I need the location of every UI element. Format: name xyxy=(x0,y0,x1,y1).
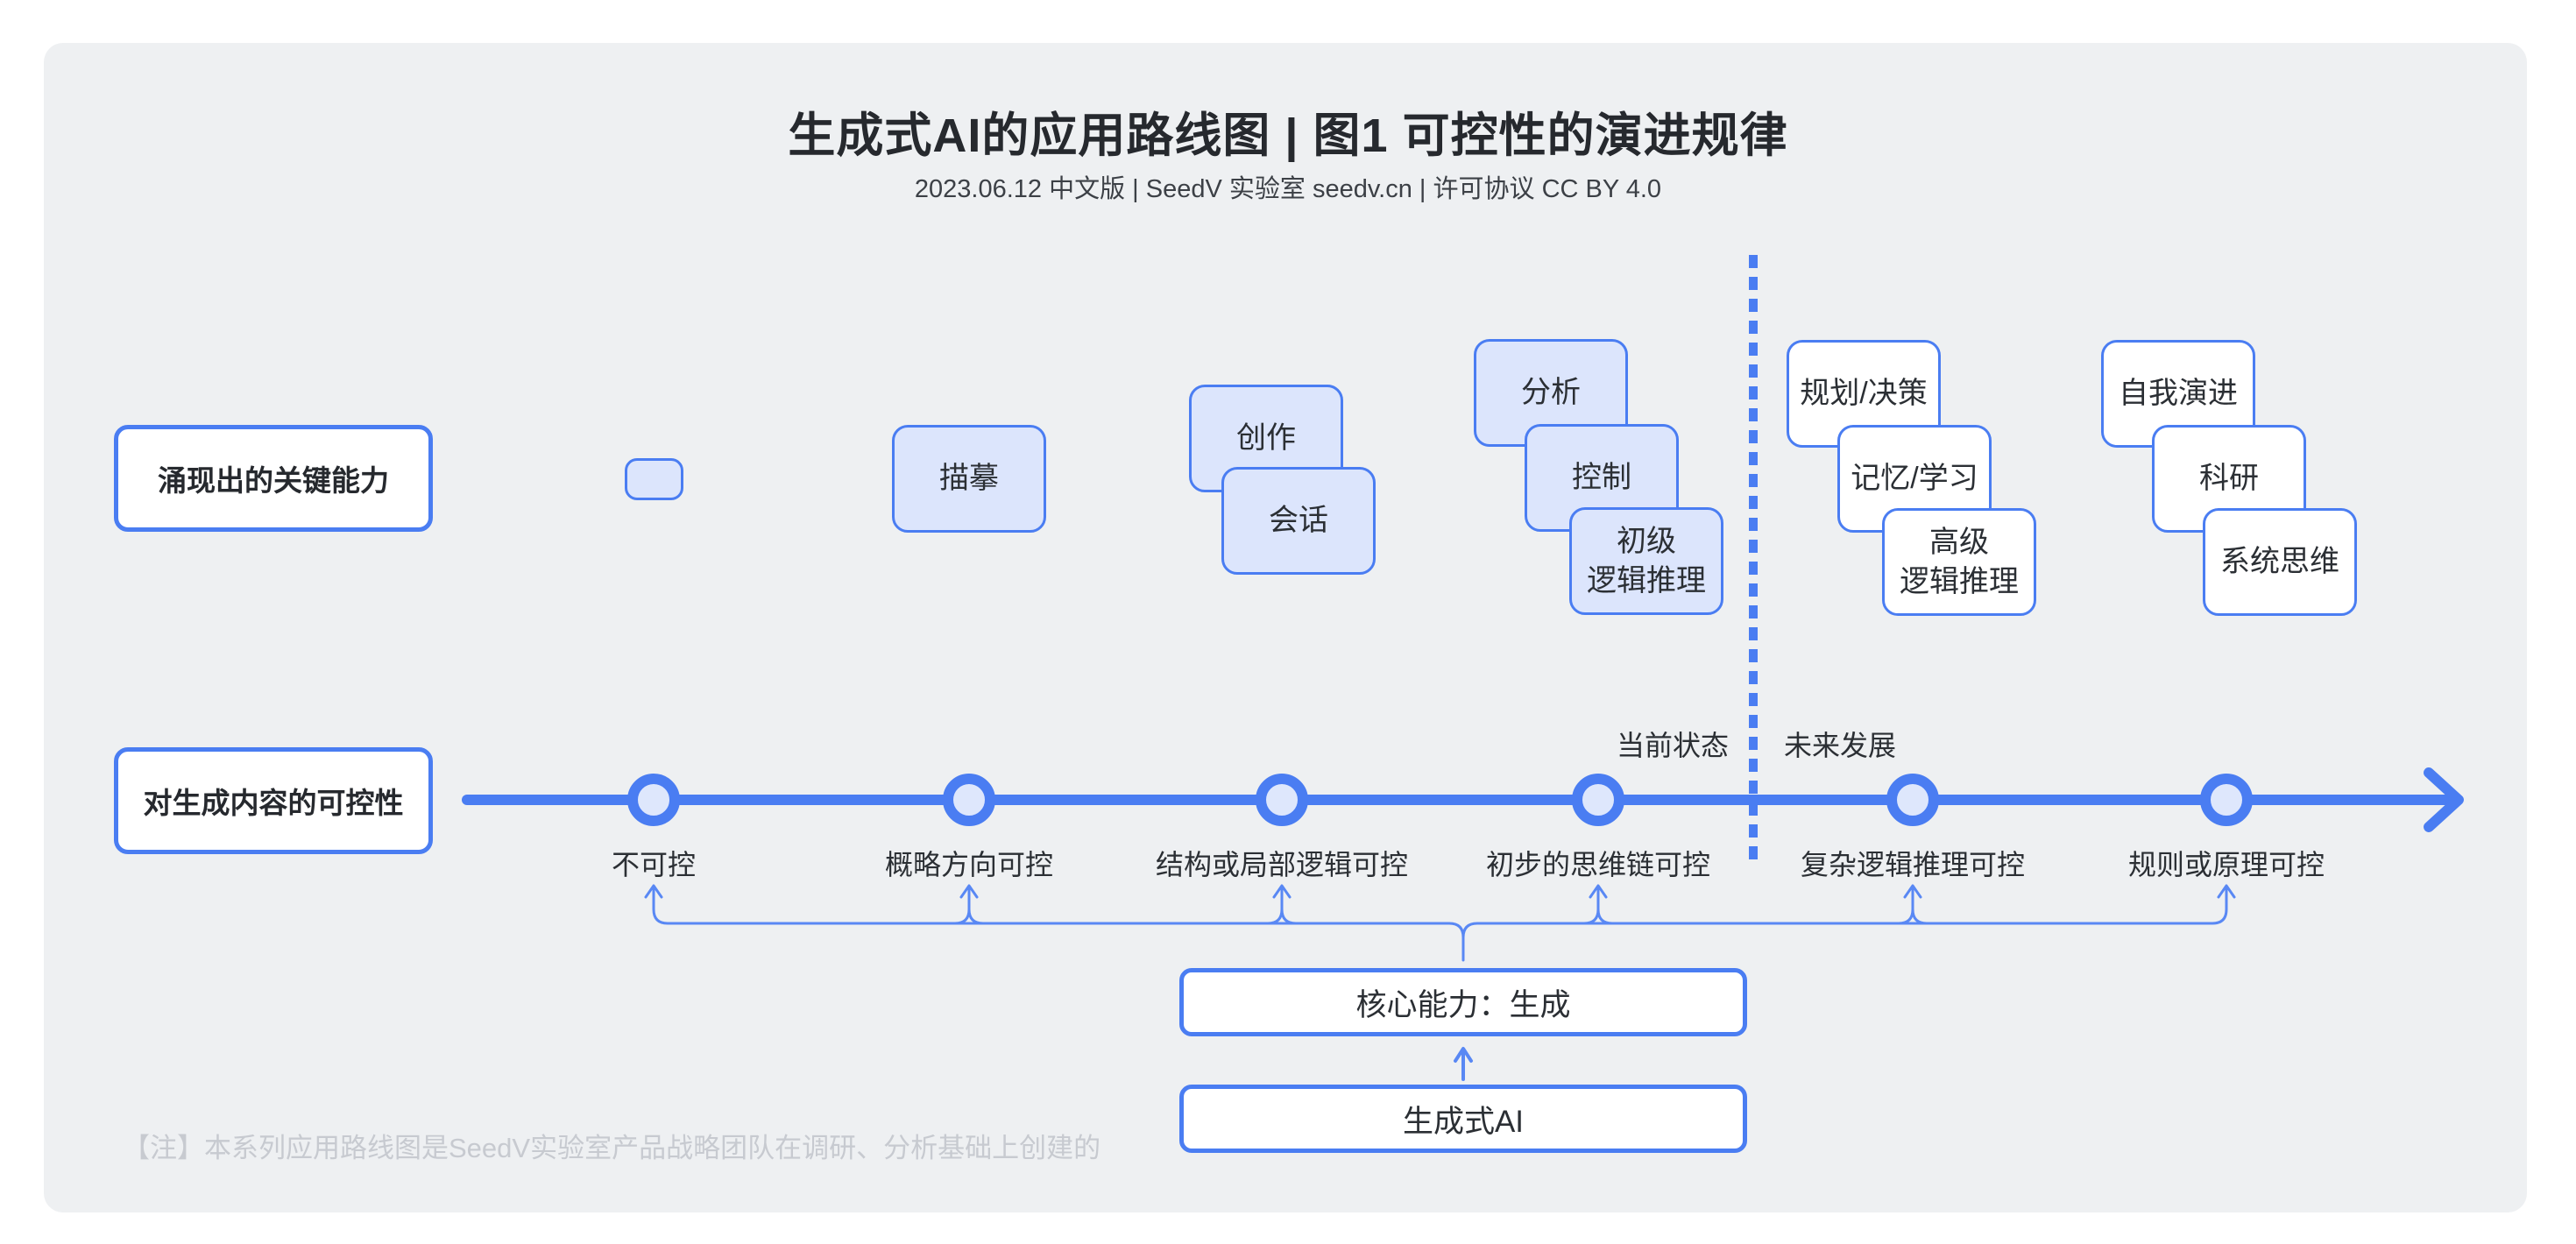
timeline-node-3 xyxy=(1256,774,1308,826)
diagram-panel xyxy=(44,43,2527,1212)
stage-label-uncontrollable: 不可控 xyxy=(611,849,696,880)
stage-label-rules-principles: 规则或原理可控 xyxy=(2127,849,2325,880)
capability-card-conversation: 会话 xyxy=(1221,467,1376,575)
timeline-node-4 xyxy=(1572,774,1624,826)
phase-label-future-development: 未来发展 xyxy=(1784,730,1897,761)
timeline-node-1 xyxy=(627,774,680,826)
generative-ai-box: 生成式AI xyxy=(1179,1085,1747,1153)
capability-card-tracing: 描摹 xyxy=(892,425,1046,533)
stage-label-rough-direction: 概略方向可控 xyxy=(884,849,1053,880)
page-title: 生成式AI的应用路线图 | 图1 可控性的演进规律 xyxy=(788,110,1788,162)
capability-card-basic-logical-reasoning: 初级 逻辑推理 xyxy=(1569,507,1723,615)
capability-card-advanced-logical-reasoning: 高级 逻辑推理 xyxy=(1882,508,2036,616)
phase-label-current-state: 当前状态 xyxy=(1616,730,1729,761)
footnote: 【注】本系列应用路线图是SeedV实验室产品战略团队在调研、分析基础上创建的 xyxy=(123,1133,1101,1163)
stage-label-initial-chain-of-thought: 初步的思维链可控 xyxy=(1485,849,1710,880)
stage-label-structure-local-logic: 结构或局部逻辑可控 xyxy=(1155,849,1408,880)
capability-card-systems-thinking: 系统思维 xyxy=(2203,508,2357,616)
timeline-node-6 xyxy=(2200,774,2253,826)
stage-label-complex-reasoning: 复杂逻辑推理可控 xyxy=(1800,849,2025,880)
row-label-emergent-capabilities: 涌现出的关键能力 xyxy=(114,425,433,532)
timeline-node-2 xyxy=(943,774,995,826)
core-capability-box: 核心能力：生成 xyxy=(1179,968,1747,1036)
capability-card-empty xyxy=(625,458,683,500)
timeline-node-5 xyxy=(1886,774,1939,826)
row-label-controllability: 对生成内容的可控性 xyxy=(114,747,433,854)
page-subtitle: 2023.06.12 中文版 | SeedV 实验室 seedv.cn | 许可… xyxy=(914,175,1662,203)
